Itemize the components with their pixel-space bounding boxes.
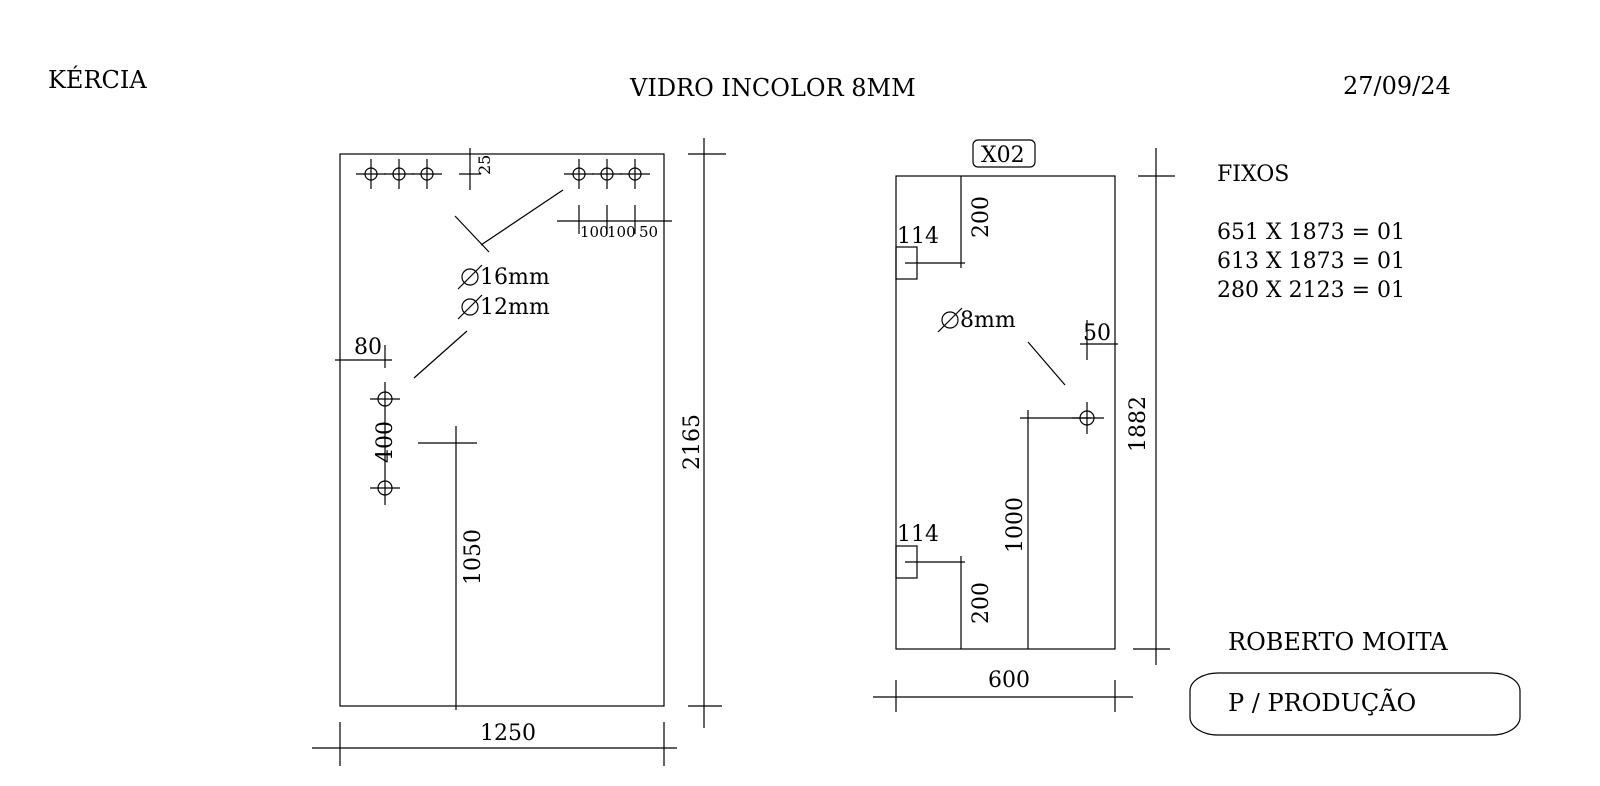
top-offset-label: 25 [475,155,494,175]
hole-marker [564,159,594,189]
side-hole-lower [370,471,400,505]
diameter-8-note: 8mm [937,307,1066,386]
leader-line [454,215,490,253]
hole-marker [620,159,650,189]
material-title: VIDRO INCOLOR 8MM [629,74,916,102]
fixed-item: 651 X 1873 = 01 [1217,220,1405,245]
responsible-name: ROBERTO MOITA [1228,628,1448,656]
right-width-label: 600 [988,668,1030,693]
hole-height-dimension: 1000 [1003,410,1091,649]
panel-tag-box [972,139,1036,168]
hole-edge-label: 50 [1083,321,1111,346]
side-offset-label: 80 [354,335,382,360]
bottom-notch-offset-label: 200 [969,582,994,624]
hole-distance-label: 400 [373,421,398,463]
diameter-16-note: 16mm [457,264,550,290]
spacing-label-3: 50 [639,223,658,241]
client-name: KÉRCIA [48,65,147,94]
left-glass-panel: 25 100 100 50 [312,138,726,766]
diameter-12-note: 12mm [457,294,550,320]
production-stamp: P / PRODUÇÃO [1228,688,1416,717]
side-offset-dimension: 80 [335,335,392,368]
hole-height-label: 1000 [1003,497,1028,553]
side-hole-upper [370,382,400,416]
left-panel-outline [339,153,665,707]
left-height-label: 2165 [680,414,705,470]
hole-spacing-dimension: 100 100 50 [557,205,672,241]
left-width-dimension: 1250 [312,721,677,766]
left-height-dimension: 2165 [680,138,726,728]
right-panel-outline [895,175,1116,650]
fixed-pieces-list: FIXOS 651 X 1873 = 01 613 X 1873 = 01 28… [1217,162,1405,303]
right-height-label: 1882 [1126,396,1151,452]
top-offset-dimension: 25 [459,148,494,190]
hole-edge-dimension: 50 [1080,320,1118,360]
top-notch-offset-label: 200 [969,196,994,238]
top-left-holes [356,159,442,189]
hole-marker [412,159,442,189]
top-notch: 114 200 [895,176,994,280]
hole-marker [356,159,386,189]
date: 27/09/24 [1343,72,1451,100]
fixed-item: 613 X 1873 = 01 [1217,249,1405,274]
production-stamp-box [1189,672,1521,736]
diameter-12-label: 12mm [480,295,550,320]
bottom-notch: 114 200 [895,522,994,649]
height-mark-label: 1050 [461,529,486,585]
spacing-label-2: 100 [607,223,636,241]
diameter-8-label: 8mm [960,308,1016,333]
right-glass-panel: X02 114 200 114 200 8mm [873,139,1175,712]
height-mark-dimension: 1050 [418,426,486,710]
fixed-list-title: FIXOS [1217,162,1289,187]
bottom-notch-width-label: 114 [897,522,939,547]
leader-line [413,330,468,379]
leader-line [1027,341,1066,386]
right-width-dimension: 600 [873,668,1133,712]
top-notch-width-label: 114 [897,224,939,249]
leader-line [480,189,564,246]
fixed-item: 280 X 2123 = 01 [1217,278,1405,303]
left-width-label: 1250 [480,721,536,746]
spacing-label-1: 100 [580,223,609,241]
panel-tag: X02 [981,143,1025,168]
hole-marker [384,159,414,189]
hole-marker [592,159,622,189]
right-height-dimension: 1882 [1126,148,1175,665]
diameter-16-label: 16mm [480,265,550,290]
top-right-holes [564,159,650,189]
